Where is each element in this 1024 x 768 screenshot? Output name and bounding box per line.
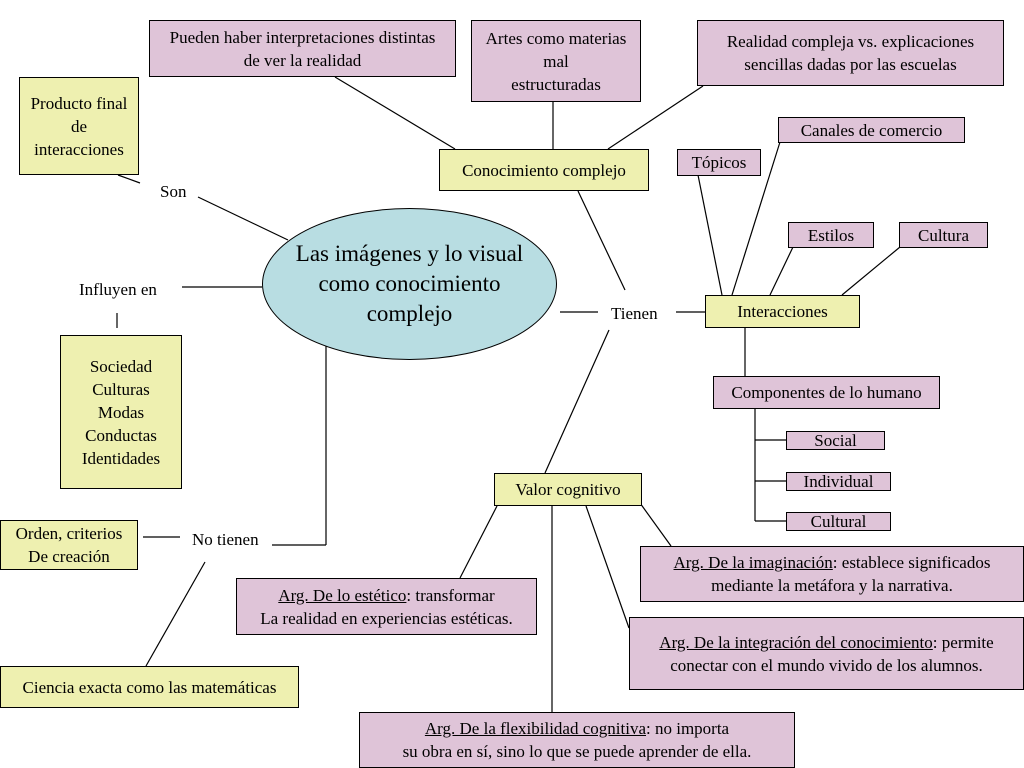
orden-criterios-line-2: De creación [28,547,110,566]
artes-box: Artes como materias mal estructuradas [471,20,641,102]
interpretaciones-box: Pueden haber interpretaciones distintas … [149,20,456,77]
central-line-2: como conocimiento [318,271,501,296]
interacciones-box: Interacciones [705,295,860,328]
componentes-humano-box: Componentes de lo humano [713,376,940,409]
arg-integracion-line-2: conectar con el mundo vivido de los alum… [670,655,983,675]
canales-comercio-label: Canales de comercio [800,120,943,140]
artes-line-3: estructuradas [511,74,601,94]
componentes-label: Componentes de lo humano [731,383,922,402]
arg-flexibilidad-line-1: Arg. De la flexibilidad cognitiva: no im… [425,717,729,740]
producto-final-line-1: Producto final [30,93,128,113]
valor-cognitivo-label: Valor cognitivo [515,480,621,499]
arg-integracion-line-1: Arg. De la integración del conocimiento:… [659,631,993,654]
central-line-1: Las imágenes y lo visual [295,241,524,266]
connector-influyen-en: Influyen en [79,279,157,301]
cultura-box: Cultura [899,222,988,248]
connector-son: Son [160,181,187,203]
cultural-label: Cultural [810,511,867,531]
arg-estetico-title: Arg. De lo estético [278,585,407,605]
culturas-item: Culturas [92,379,150,399]
social-label: Social [814,430,857,450]
arg-flexibilidad-box: Arg. De la flexibilidad cognitiva: no im… [359,712,795,768]
canales-comercio-box: Canales de comercio [778,117,965,143]
arg-estetico-box: Arg. De lo estético: transformar La real… [236,578,537,635]
arg-flexibilidad-line-2: su obra en sí, sino lo que se puede apre… [402,742,752,761]
sociedad-item: Sociedad [89,356,153,376]
arg-estetico-rest: : transformar [406,585,495,605]
arg-imaginacion-line-2: mediante la metáfora y la narrativa. [711,576,953,595]
arg-estetico-line-1: Arg. De lo estético: transformar [278,584,494,607]
arg-flexibilidad-rest: : no importa [646,719,730,738]
arg-imaginacion-title: Arg. De la imaginación [673,553,833,572]
arg-integracion-title: Arg. De la integración del conocimiento [659,632,933,652]
individual-box: Individual [786,472,891,491]
central-topic: Las imágenes y lo visual como conocimien… [262,208,557,360]
producto-final-box: Producto final de interacciones [19,77,139,175]
artes-line-2: mal [543,51,569,71]
estilos-label: Estilos [807,225,855,245]
producto-final-line-2: de [70,116,88,136]
producto-final-line-3: interacciones [34,139,124,159]
realidad-compleja-box: Realidad compleja vs. explicaciones senc… [697,20,1004,86]
sociedad-box: Sociedad Culturas Modas Conductas Identi… [60,335,182,489]
orden-criterios-box: Orden, criterios De creación [0,520,138,570]
topicos-box: Tópicos [677,149,761,176]
valor-cognitivo-box: Valor cognitivo [494,473,642,506]
artes-line-1: Artes como materias [485,28,627,48]
ciencia-exacta-text: Ciencia exacta como las matemáticas [22,677,277,697]
connector-no-tienen: No tienen [192,529,259,551]
conductas-item: Conductas [85,425,157,445]
interacciones-label: Interacciones [737,302,828,321]
individual-label: Individual [803,471,874,491]
orden-criterios-line-1: Orden, criterios [15,524,123,543]
realidad-line-1: Realidad compleja vs. explicaciones [726,32,975,51]
arg-imaginacion-line-1: Arg. De la imaginación: establece signif… [674,551,991,574]
identidades-item: Identidades [81,448,161,468]
cultura-label: Cultura [918,225,969,245]
cultural-box: Cultural [786,512,891,531]
conocimiento-complejo-label: Conocimiento complejo [462,160,626,180]
ciencia-exacta-box: Ciencia exacta como las matemáticas [0,666,299,708]
central-line-3: complejo [366,301,453,326]
interpretaciones-line-1: Pueden haber interpretaciones distintas [169,27,436,47]
arg-flexibilidad-title: Arg. De la flexibilidad cognitiva [424,719,646,738]
realidad-line-2: sencillas dadas por las escuelas [744,55,957,74]
estilos-box: Estilos [788,222,874,248]
arg-imaginacion-box: Arg. De la imaginación: establece signif… [640,546,1024,602]
conocimiento-complejo-box: Conocimiento complejo [439,149,649,191]
arg-integracion-rest: : permite [932,632,994,652]
interpretaciones-line-2: de ver la realidad [243,50,362,70]
modas-item: Modas [97,402,145,422]
connector-tienen: Tienen [611,303,658,325]
arg-integracion-box: Arg. De la integración del conocimiento:… [629,617,1024,690]
arg-imaginacion-rest: : establece significados [832,553,991,572]
social-box: Social [786,431,885,450]
arg-estetico-line-2: La realidad en experiencias estéticas. [260,608,513,628]
topicos-label: Tópicos [691,153,747,172]
